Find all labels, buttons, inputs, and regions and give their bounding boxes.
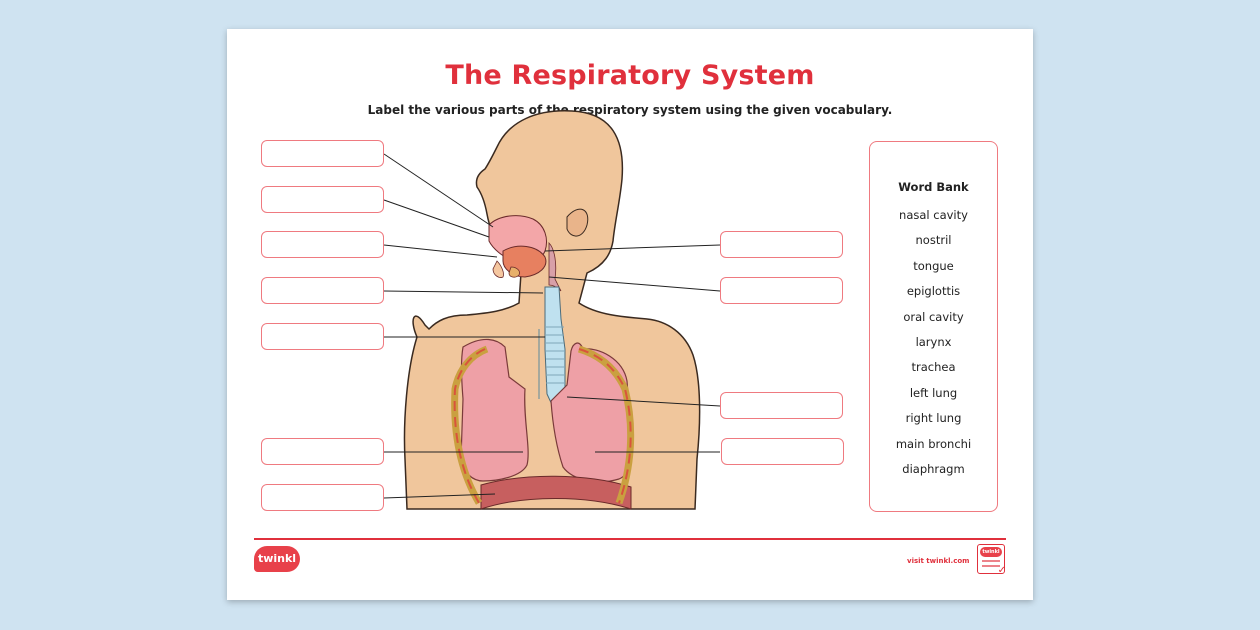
- lungs-illustration: [451, 338, 635, 510]
- word-bank-item: main bronchi: [895, 436, 972, 451]
- word-bank-list: nasal cavity nostril tongue epiglottis o…: [870, 203, 997, 482]
- word-bank: Word Bank nasal cavity nostril tongue ep…: [869, 141, 998, 512]
- respiratory-diagram: [383, 110, 721, 510]
- label-box-6[interactable]: [261, 438, 384, 465]
- word-bank-item: oral cavity: [903, 309, 964, 324]
- word-bank-item: epiglottis: [906, 284, 961, 299]
- instructions: Label the various parts of the respirato…: [367, 103, 893, 117]
- label-box-8[interactable]: [720, 231, 843, 258]
- label-box-5[interactable]: [261, 323, 384, 350]
- word-bank-item: left lung: [909, 385, 958, 400]
- trachea-illustration: [538, 286, 566, 410]
- label-box-2[interactable]: [261, 186, 384, 213]
- label-box-4[interactable]: [261, 277, 384, 304]
- visit-link[interactable]: visit twinkl.com: [907, 557, 970, 565]
- word-bank-item: nasal cavity: [899, 208, 968, 222]
- label-box-3[interactable]: [261, 231, 384, 258]
- label-box-10[interactable]: [720, 392, 843, 419]
- head-airway: [488, 215, 562, 292]
- label-box-11[interactable]: [721, 438, 844, 465]
- leader-lines: [383, 153, 721, 499]
- label-box-7[interactable]: [261, 484, 384, 511]
- label-box-1[interactable]: [261, 140, 384, 167]
- word-bank-item: trachea: [911, 360, 956, 375]
- word-bank-item: tongue: [913, 258, 954, 273]
- footer-divider: [254, 538, 1006, 540]
- label-box-9[interactable]: [720, 277, 843, 304]
- page-title: The Respiratory System: [445, 60, 815, 91]
- worksheet-page: The Respiratory System Label the various…: [227, 29, 1033, 600]
- twinkl-logo: twinkl: [254, 546, 300, 572]
- word-bank-item: nostril: [915, 233, 952, 248]
- quality-badge-icon: twinkl ✓: [977, 544, 1006, 576]
- word-bank-item: diaphragm: [902, 461, 965, 476]
- word-bank-item: right lung: [905, 411, 962, 426]
- word-bank-heading: Word Bank: [898, 180, 969, 194]
- word-bank-item: larynx: [915, 334, 952, 349]
